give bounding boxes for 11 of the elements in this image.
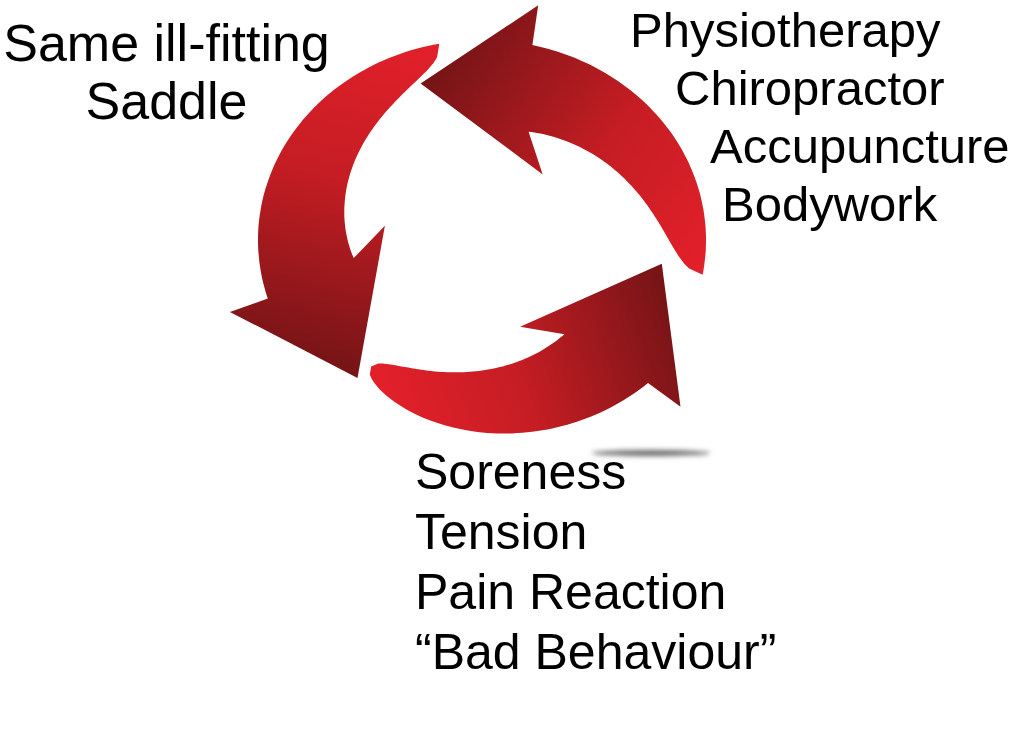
text-label: Pain Reaction bbox=[415, 563, 727, 622]
text-label: Soreness bbox=[415, 443, 627, 502]
text-label: Physiotherapy bbox=[630, 2, 941, 59]
text-label: Chiropractor bbox=[675, 60, 945, 117]
text-label: Tension bbox=[415, 503, 588, 562]
text-label: “Bad Behaviour” bbox=[415, 623, 777, 682]
text-label: Same ill-fitting Saddle bbox=[2, 14, 331, 130]
curved-arrow bbox=[420, 5, 706, 275]
text-label: Accupuncture bbox=[710, 118, 1010, 175]
text-label: Bodywork bbox=[722, 176, 938, 233]
curved-arrow bbox=[369, 263, 681, 434]
